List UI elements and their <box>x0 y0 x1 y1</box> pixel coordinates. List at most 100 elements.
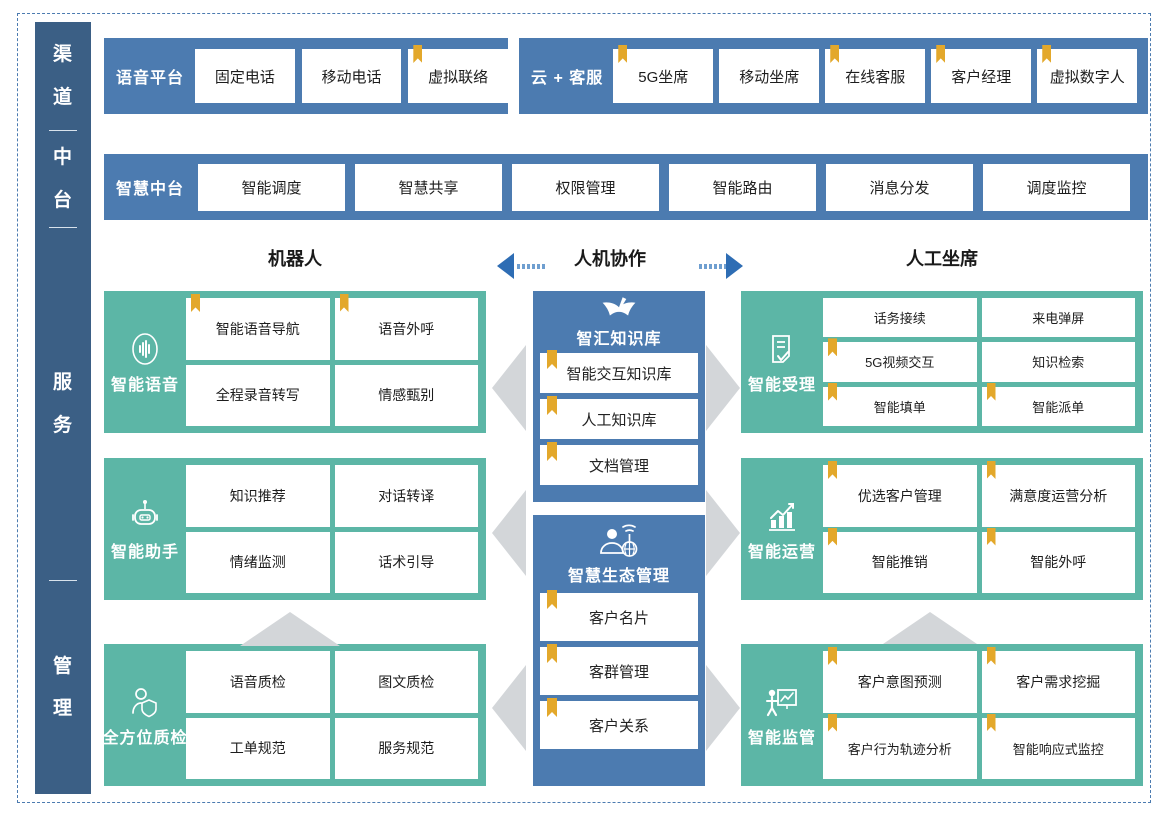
channel-chip-5g-seat[interactable]: 5G坐席 <box>613 49 714 103</box>
chip-dialogue-translation[interactable]: 对话转译 <box>334 465 478 527</box>
group-intelligent-operations-items: 优选客户管理 满意度运营分析 智能推销 智能外呼 <box>823 458 1143 600</box>
chip-customer-relationship[interactable]: 客户关系 <box>540 701 698 749</box>
chip-voice-quality-inspection[interactable]: 语音质检 <box>186 651 330 713</box>
layer-rail: 渠 道 中 台 服 务 管 理 <box>35 22 91 794</box>
chip-knowledge-recommendation[interactable]: 知识推荐 <box>186 465 330 527</box>
chip-script-guidance[interactable]: 话术引导 <box>334 531 478 593</box>
midplatform-group: 智慧中台 智能调度 智慧共享 权限管理 智能路由 消息分发 调度监控 <box>104 154 1148 220</box>
channel-chip-account-manager[interactable]: 客户经理 <box>931 49 1032 103</box>
group-intelligent-voice-items: 智能语音导航 语音外呼 全程录音转写 情感甄别 <box>186 291 486 433</box>
channel-group-voice-platform: 语音平台 固定电话 移动电话 虚拟联络 <box>104 38 508 114</box>
column-header-human-agent: 人工坐席 <box>906 249 978 269</box>
chip-incoming-call-popup[interactable]: 来电弹屏 <box>981 298 1135 338</box>
chip-knowledge-retrieval[interactable]: 知识检索 <box>981 342 1135 382</box>
rail-divider-1 <box>49 130 77 131</box>
chip-customer-behavior-trajectory-analysis[interactable]: 客户行为轨迹分析 <box>823 717 977 779</box>
rail-divider-3 <box>49 580 77 581</box>
chip-intelligent-outbound[interactable]: 智能外呼 <box>981 531 1135 593</box>
midplatform-chip-scheduling[interactable]: 智能调度 <box>198 163 346 211</box>
channel-group-cloud-service: 云 + 客服 5G坐席 移动坐席 在线客服 客户经理 虚拟数字人 <box>519 38 1148 114</box>
rail-label-midplatform-char1: 中 <box>52 147 73 169</box>
channel-chip-virtual-human[interactable]: 虚拟数字人 <box>1037 49 1138 103</box>
group-intelligent-voice-identity: 智能语音 <box>104 329 186 395</box>
rail-segment-management: 管 理 <box>35 581 91 794</box>
group-intelligent-operations-label: 智能运营 <box>747 544 816 561</box>
chip-customer-intent-prediction[interactable]: 客户意图预测 <box>823 651 977 713</box>
chip-intelligent-voice-navigation[interactable]: 智能语音导航 <box>186 298 330 360</box>
chip-intelligent-marketing[interactable]: 智能推销 <box>823 531 977 593</box>
group-intelligent-supervision: 智能监管 客户意图预测 客户需求挖掘 客户行为轨迹分析 智能响应式监控 <box>741 644 1143 786</box>
chevron-left-bottom-icon <box>492 665 526 751</box>
channel-chip-fixed-phone[interactable]: 固定电话 <box>195 49 295 103</box>
chip-voice-outbound[interactable]: 语音外呼 <box>334 298 478 360</box>
group-intelligent-acceptance-label: 智能受理 <box>747 377 816 394</box>
group-intelligent-acceptance: 智能受理 话务接续 来电弹屏 5G视频交互 知识检索 智能填单 智能派单 <box>741 291 1143 433</box>
group-intelligent-assistant-label: 智能助手 <box>110 544 179 561</box>
chip-5g-video-interaction[interactable]: 5G视频交互 <box>823 342 977 382</box>
chip-intelligent-dispatch[interactable]: 智能派单 <box>981 386 1135 426</box>
chip-interactive-knowledge-base[interactable]: 智能交互知识库 <box>540 353 698 393</box>
chip-customer-demand-mining[interactable]: 客户需求挖掘 <box>981 651 1135 713</box>
chip-emotion-discrimination[interactable]: 情感甄别 <box>334 364 478 426</box>
chip-service-standard[interactable]: 服务规范 <box>334 717 478 779</box>
diagram-dashed-frame <box>17 13 1151 803</box>
voice-wave-icon <box>132 333 158 365</box>
column-header-robot: 机器人 <box>268 249 322 269</box>
chip-full-recording-transcription[interactable]: 全程录音转写 <box>186 364 330 426</box>
chevron-right-bottom-icon <box>706 665 740 751</box>
chip-text-image-quality-inspection[interactable]: 图文质检 <box>334 651 478 713</box>
chip-intelligent-responsive-monitoring[interactable]: 智能响应式监控 <box>981 717 1135 779</box>
robot-icon <box>132 500 158 525</box>
rail-divider-2 <box>49 227 77 228</box>
chip-satisfaction-operation-analysis[interactable]: 满意度运营分析 <box>981 465 1135 527</box>
chip-customer-group-management[interactable]: 客群管理 <box>540 647 698 695</box>
group-knowledge-hub: 智汇知识库 智能交互知识库 人工知识库 文档管理 <box>533 291 705 502</box>
midplatform-chip-message-dispatch[interactable]: 消息分发 <box>826 163 974 211</box>
midplatform-chip-scheduling-monitor[interactable]: 调度监控 <box>983 163 1131 211</box>
column-header-human-machine: 人机协作 <box>574 249 646 269</box>
group-intelligent-supervision-items: 客户意图预测 客户需求挖掘 客户行为轨迹分析 智能响应式监控 <box>823 644 1143 786</box>
arrow-left-icon <box>497 253 514 279</box>
chip-customer-card[interactable]: 客户名片 <box>540 593 698 641</box>
chip-call-connection[interactable]: 话务接续 <box>823 298 977 338</box>
document-check-icon <box>772 335 790 363</box>
chevron-right-mid-icon <box>706 490 740 576</box>
channel-chip-virtual-contact[interactable]: 虚拟联络 <box>408 49 508 103</box>
group-intelligent-acceptance-items: 话务接续 来电弹屏 5G视频交互 知识检索 智能填单 智能派单 <box>823 291 1143 433</box>
channel-chip-mobile-phone[interactable]: 移动电话 <box>301 49 402 103</box>
person-network-icon <box>600 524 638 557</box>
group-full-quality-inspection-items: 语音质检 图文质检 工单规范 服务规范 <box>186 644 486 786</box>
group-intelligent-operations: 智能运营 优选客户管理 满意度运营分析 智能推销 智能外呼 <box>741 458 1143 600</box>
midplatform-group-label: 智慧中台 <box>116 181 185 198</box>
presentation-person-icon <box>766 689 797 717</box>
midplatform-chip-sharing[interactable]: 智慧共享 <box>355 163 503 211</box>
midplatform-chip-permissions[interactable]: 权限管理 <box>512 163 660 211</box>
person-shield-icon <box>132 688 157 718</box>
channel-chip-online-service[interactable]: 在线客服 <box>825 49 926 103</box>
chip-work-order-standard[interactable]: 工单规范 <box>186 717 330 779</box>
group-knowledge-hub-label: 智汇知识库 <box>576 331 662 348</box>
chevron-right-top-icon <box>706 345 740 431</box>
group-smart-ecosystem-label: 智慧生态管理 <box>567 568 670 585</box>
channel-group-cloud-service-label: 云 + 客服 <box>531 70 604 87</box>
chip-intelligent-form-filling[interactable]: 智能填单 <box>823 386 977 426</box>
rail-segment-channel: 渠 道 <box>35 22 91 130</box>
chip-document-management[interactable]: 文档管理 <box>540 445 698 485</box>
chevron-left-mid-icon <box>492 490 526 576</box>
group-smart-ecosystem: 智慧生态管理 客户名片 客群管理 客户关系 <box>533 515 705 786</box>
group-intelligent-voice-label: 智能语音 <box>110 377 179 394</box>
group-intelligent-assistant: 智能助手 知识推荐 对话转译 情绪监测 话术引导 <box>104 458 486 600</box>
rail-label-channel-char2: 道 <box>52 86 73 108</box>
chip-manual-knowledge-base[interactable]: 人工知识库 <box>540 399 698 439</box>
group-intelligent-assistant-items: 知识推荐 对话转译 情绪监测 话术引导 <box>186 458 486 600</box>
chip-emotion-monitoring[interactable]: 情绪监测 <box>186 531 330 593</box>
group-smart-ecosystem-identity: 智慧生态管理 <box>533 515 705 593</box>
group-full-quality-inspection-identity: 全方位质检 <box>103 682 187 748</box>
open-book-pen-icon <box>602 297 636 316</box>
group-intelligent-operations-identity: 智能运营 <box>741 496 823 562</box>
midplatform-chip-routing[interactable]: 智能路由 <box>669 163 817 211</box>
chip-preferred-customer-management[interactable]: 优选客户管理 <box>823 465 977 527</box>
group-intelligent-supervision-identity: 智能监管 <box>741 682 823 748</box>
channel-chip-mobile-seat[interactable]: 移动坐席 <box>719 49 820 103</box>
